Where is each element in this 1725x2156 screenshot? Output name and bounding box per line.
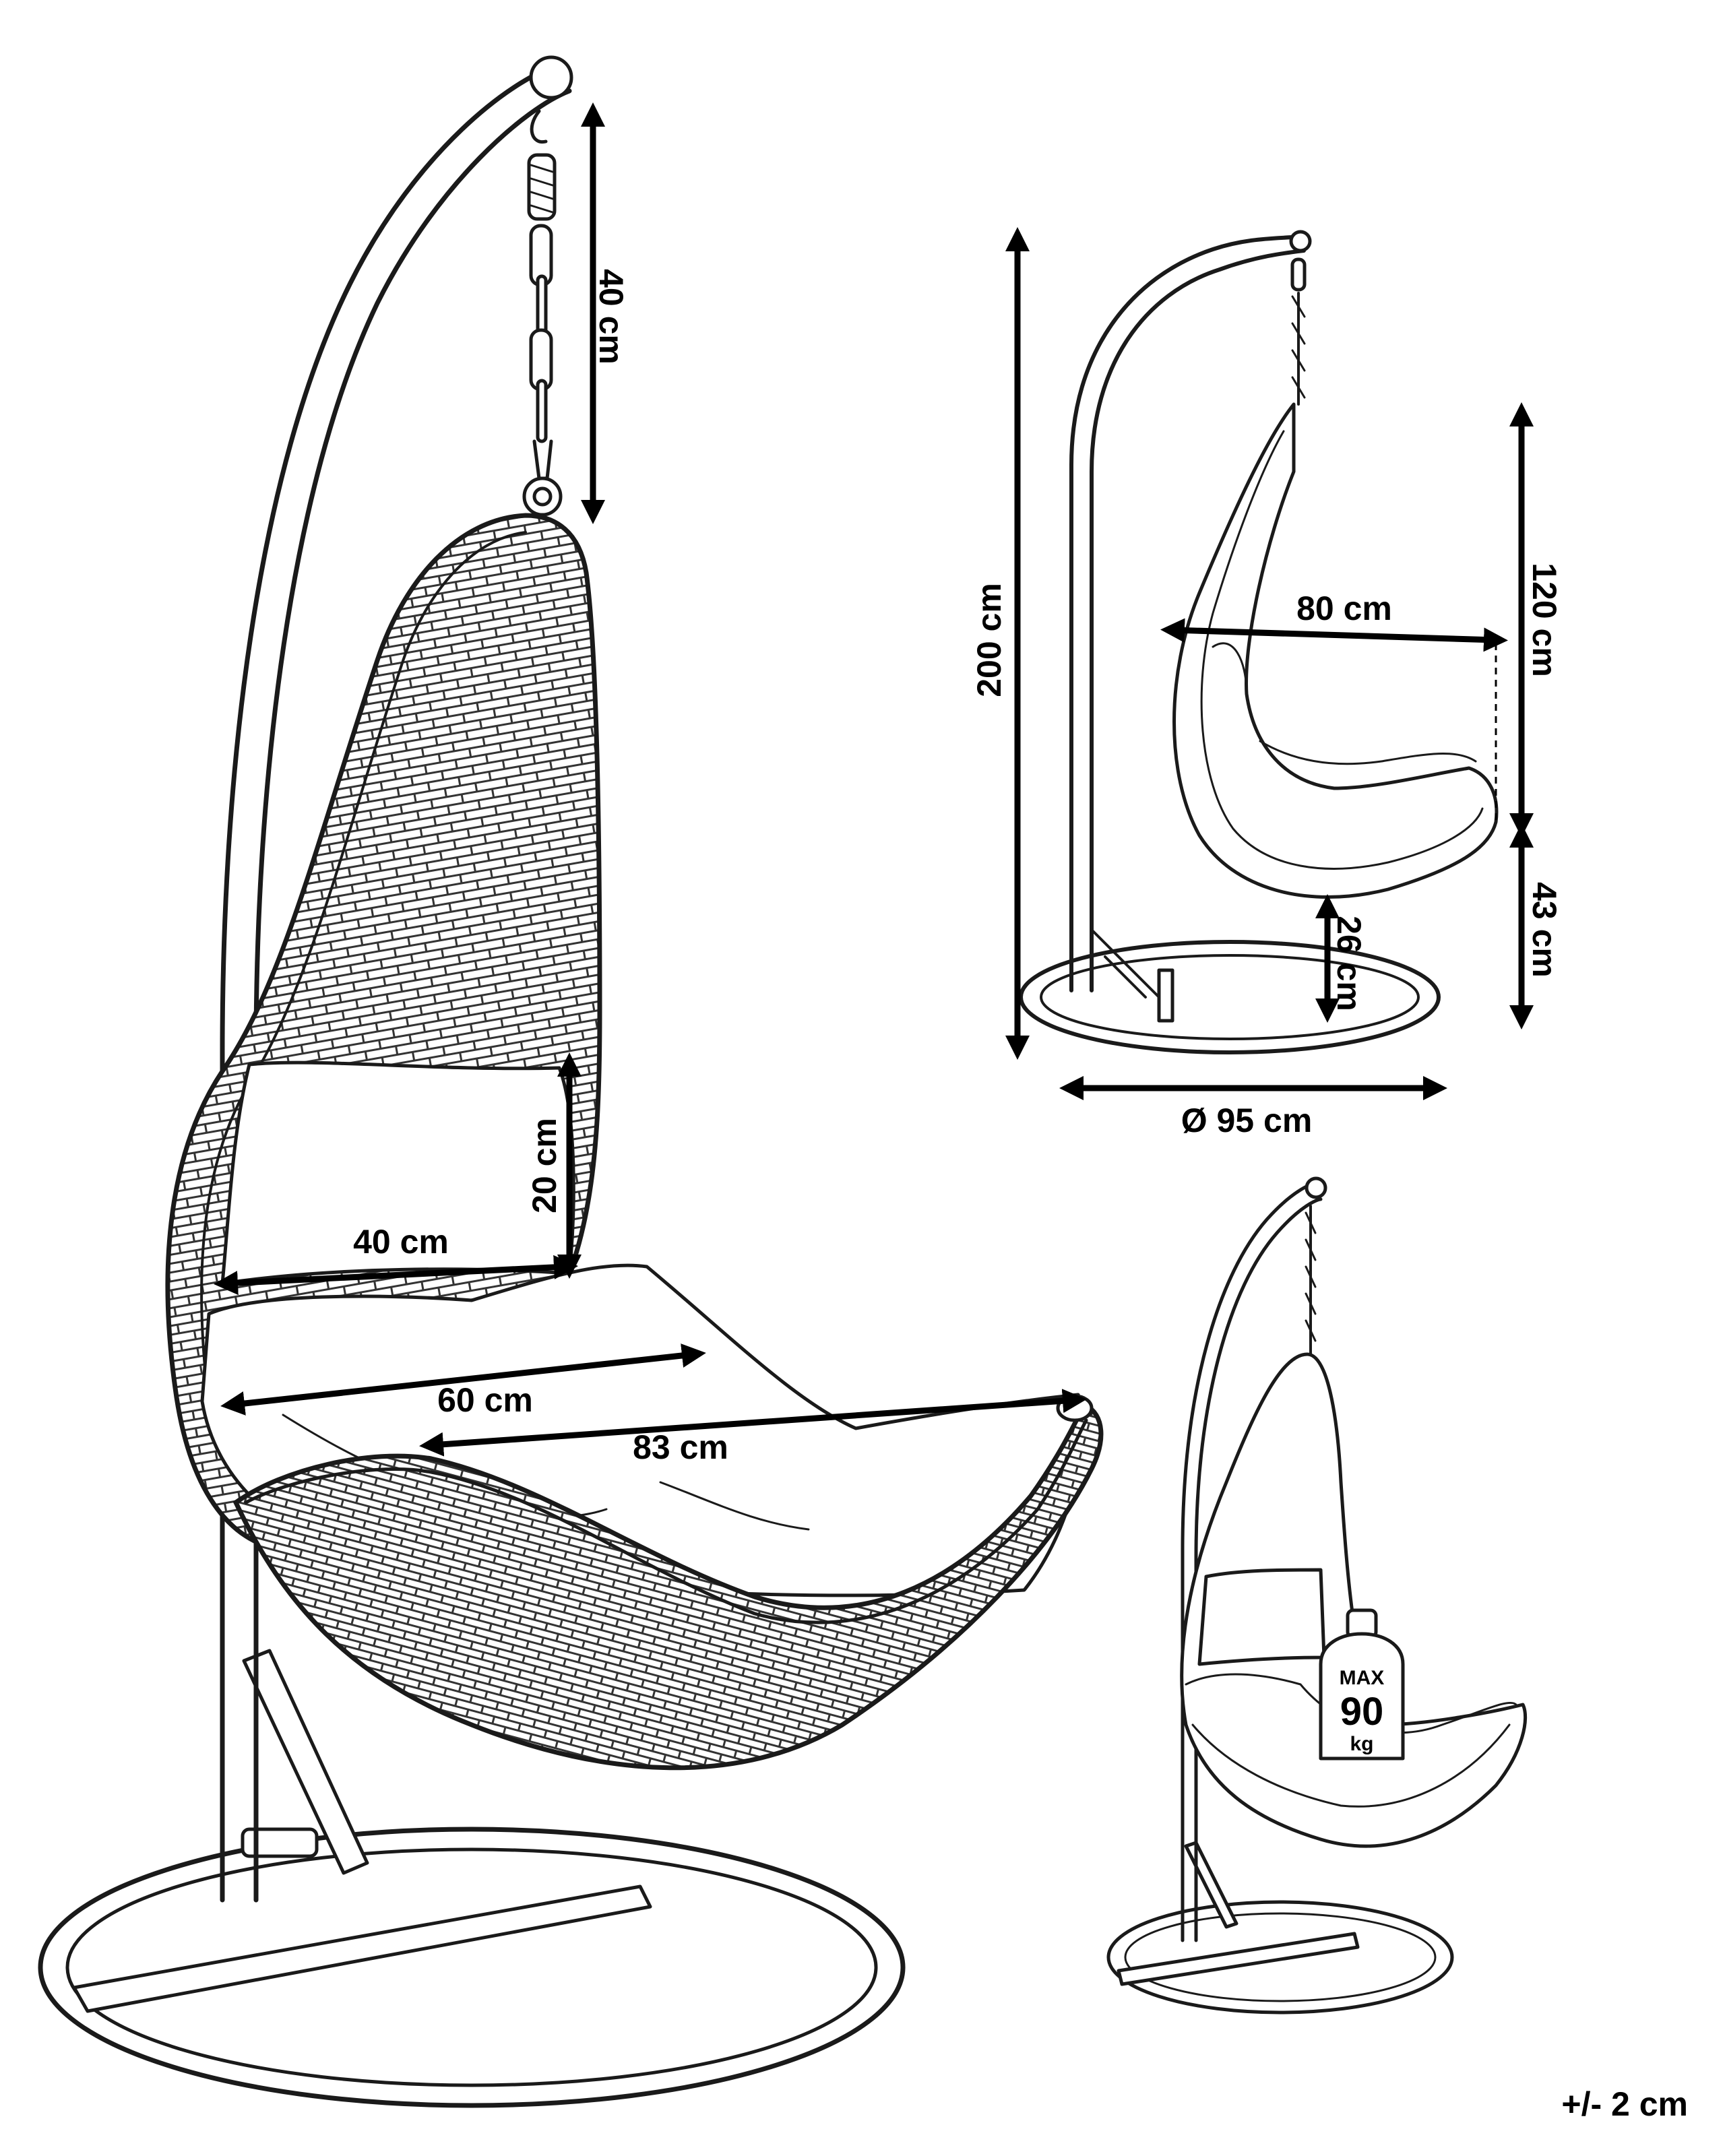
main-base-ring (38, 1827, 906, 2108)
dim-base-to-basket-label: 43 cm (1526, 882, 1563, 978)
main-chain (522, 224, 563, 517)
dim-seat-depth-label: 83 cm (633, 1428, 728, 1466)
dim-seat-depth-line (419, 1389, 1087, 1457)
dim-basket-height-label: 120 cm (1526, 563, 1563, 677)
dim-base-diameter-label: Ø 95 cm (1181, 1102, 1313, 1139)
side-view-dimensions: 200 cm 80 cm 120 cm 43 cm 26 cm Ø 95 cm (970, 227, 1563, 1139)
dim-total-height-label: 200 cm (970, 583, 1008, 697)
weight-max-value: 90 (1340, 1690, 1384, 1734)
main-pole (220, 65, 555, 1903)
dim-basket-depth-label: 80 cm (1296, 590, 1392, 627)
dim-seat-width-line (220, 1343, 706, 1416)
dim-pillow-width-line (214, 1255, 578, 1296)
weight-unit: kg (1350, 1733, 1373, 1755)
dim-pillow-height-label: 20 cm (526, 1118, 563, 1213)
dim-pillow-width-label: 40 cm (353, 1223, 449, 1261)
dim-basket-depth-line (1160, 618, 1508, 652)
small-chair-illustration: MAX 90 kg (1106, 1176, 1528, 2015)
tolerance-note: +/- 2 cm (1561, 2085, 1688, 2123)
main-dimensions: 40 cm 20 cm 40 cm 60 cm 83 cm (214, 102, 1087, 1466)
dim-seat-width-label: 60 cm (437, 1381, 533, 1419)
side-view-illustration (1019, 230, 1499, 1054)
weight-max-label: MAX (1340, 1667, 1385, 1689)
weight-badge: MAX 90 kg (1319, 1608, 1405, 1761)
dim-chain-height-label: 40 cm (592, 269, 630, 364)
dim-seat-clearance-label: 26 cm (1330, 916, 1368, 1011)
main-spring (527, 109, 557, 221)
